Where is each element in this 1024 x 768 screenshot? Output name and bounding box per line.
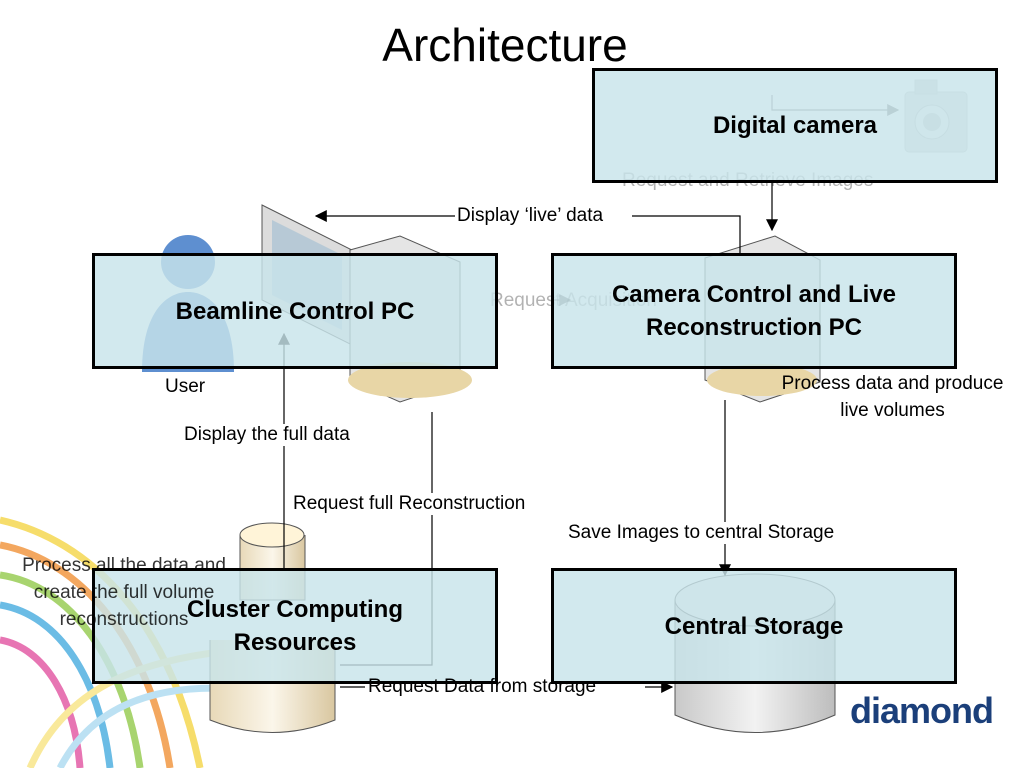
node-cluster-computing: Cluster Computing Resources: [92, 568, 498, 684]
node-central-storage: Central Storage: [551, 568, 957, 684]
node-camera-control-label: Camera Control and Live Reconstruction P…: [611, 281, 897, 341]
label-display-full: Display the full data: [182, 424, 352, 446]
label-request-data: Request Data from storage: [368, 676, 597, 697]
line-display-live: [632, 215, 741, 255]
label-request-full: Request full Reconstruction: [291, 493, 528, 515]
node-cluster-label: Cluster Computing Resources: [187, 596, 403, 656]
node-digital-camera-label: Digital camera: [712, 112, 878, 139]
label-save-images: Save Images to central Storage: [566, 522, 837, 544]
page-title: Architecture: [382, 19, 628, 71]
node-camera-control-pc: Camera Control and Live Reconstruction P…: [551, 253, 957, 369]
label-process-live: Process data and produce live volumes: [781, 373, 1004, 421]
label-user: User: [165, 376, 206, 397]
label-process-all: Process all the data and create the full…: [22, 555, 226, 630]
node-beamline-control-pc: Beamline Control PC: [92, 253, 498, 369]
swirl-decoration: [0, 516, 251, 768]
node-beamline-control-label: Beamline Control PC: [175, 297, 415, 325]
node-digital-camera: Digital camera: [592, 68, 998, 183]
label-display-live: Display ‘live’ data: [455, 205, 606, 227]
node-central-storage-label: Central Storage: [664, 612, 844, 640]
diamond-logo: diamond: [850, 690, 994, 731]
